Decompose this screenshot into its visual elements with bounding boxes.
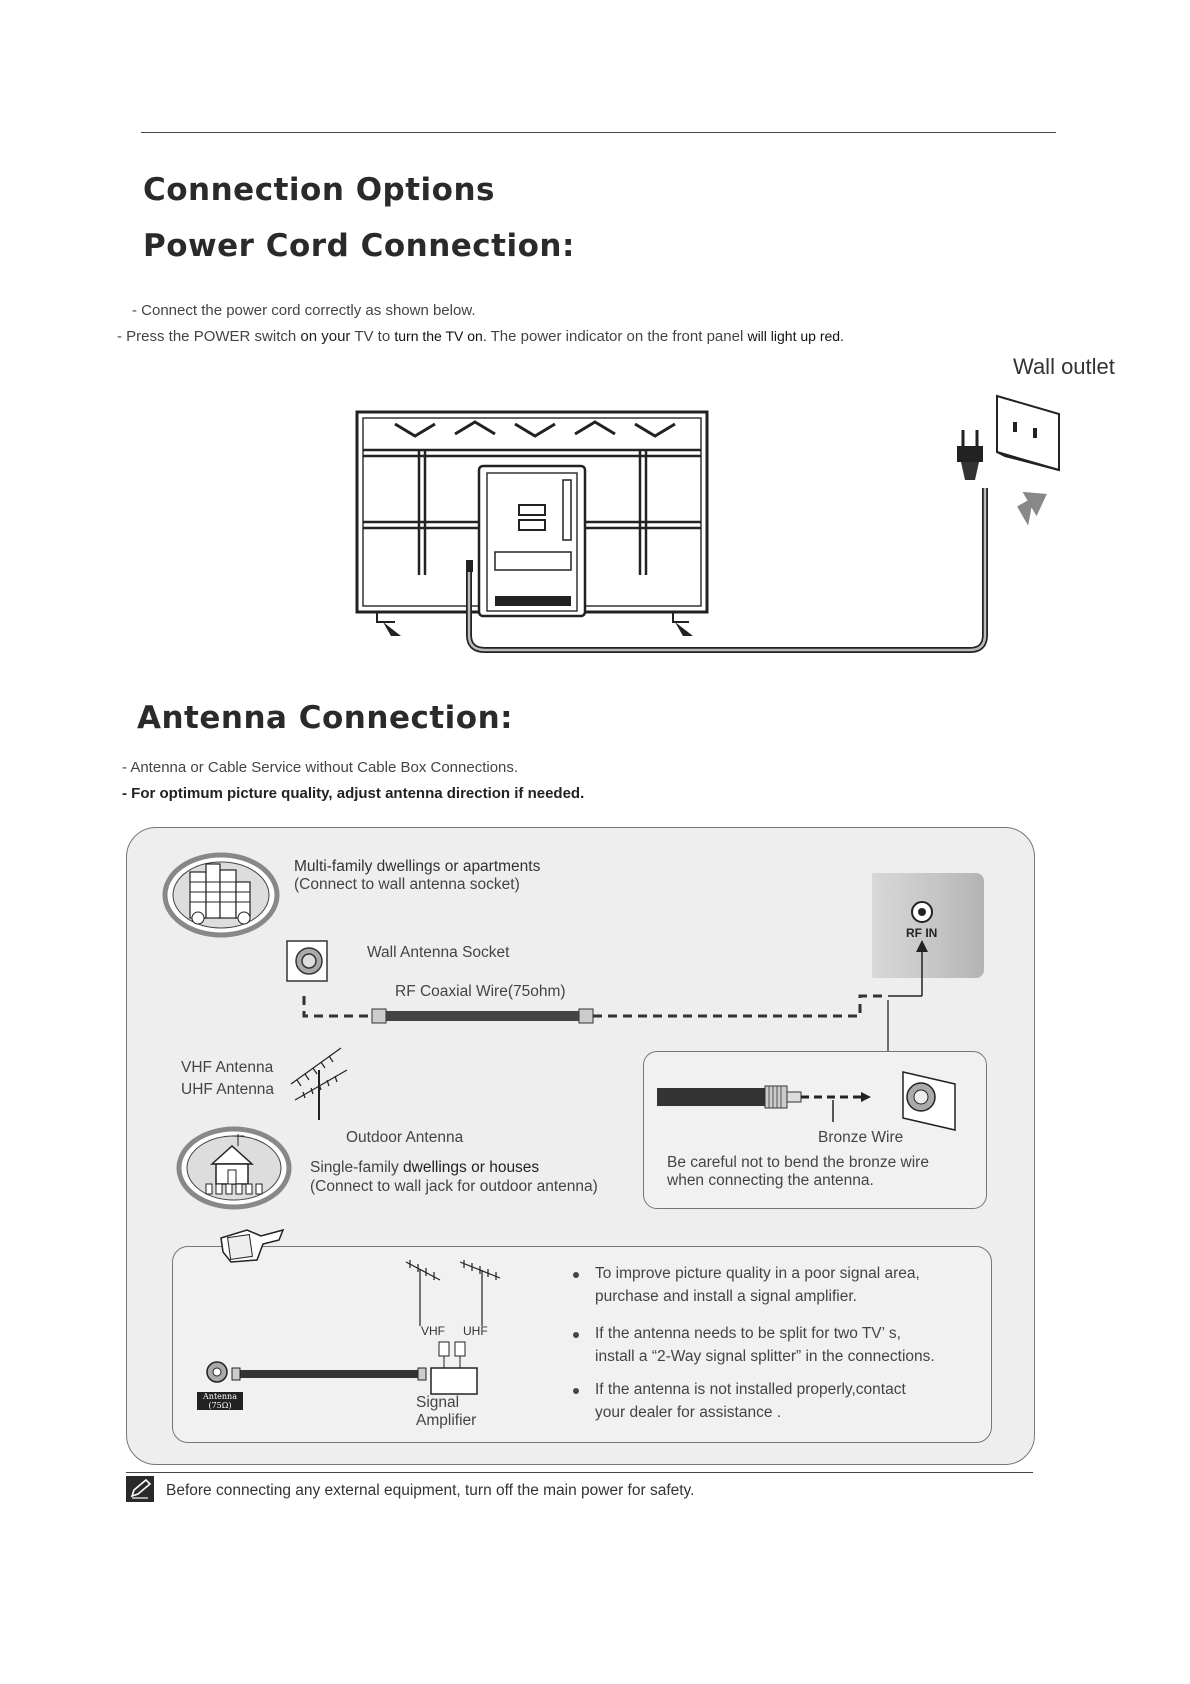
bottom-divider: [126, 1472, 1033, 1473]
apartment-building-icon: [162, 852, 280, 938]
uhf-antenna-label: UHF Antenna: [181, 1081, 275, 1098]
tip-bullet: [573, 1388, 579, 1394]
tip-bullet: [573, 1272, 579, 1278]
tip-item-2: If the antenna needs to be split for two…: [595, 1325, 935, 1365]
tip-bullet: [573, 1332, 579, 1338]
bronze-wire-label: Bronze Wire: [818, 1129, 904, 1146]
power-instruction-1: - Connect the power cord correctly as sh…: [132, 302, 476, 319]
wall-antenna-socket-icon: [286, 940, 328, 982]
house-icon: [176, 1126, 292, 1210]
note-pencil-icon: [126, 1476, 154, 1502]
multi-family-title: Multi-family dwellings or apartments: [294, 858, 541, 875]
bronze-wire-illustration: [657, 1071, 956, 1131]
tips-box: [172, 1246, 992, 1443]
vhf-small-label: VHF: [421, 1324, 445, 1338]
heading-power-cord: Power Cord Connection:: [143, 228, 575, 264]
single-family-title: Single-family dwellings or houses: [310, 1159, 540, 1176]
hand-pointing-icon: [220, 1228, 285, 1263]
wall-socket-label: Wall Antenna Socket: [367, 944, 510, 961]
signal-amplifier-illustration: [206, 1260, 501, 1395]
wall-outlet-label: Wall outlet: [1013, 354, 1115, 379]
tip-item-3: If the antenna is not installed properly…: [595, 1381, 906, 1421]
signal-amplifier-label-2: Amplifier: [416, 1412, 477, 1429]
bronze-note-line-1: Be careful not to bend the bronze wire: [667, 1154, 929, 1171]
bronze-wire-box: [643, 1051, 987, 1209]
antenna-instruction-2: - For optimum picture quality, adjust an…: [122, 785, 585, 802]
outdoor-antenna-icon: [290, 1047, 348, 1120]
antenna-tag: Antenna (75Ω): [197, 1392, 243, 1410]
antenna-instruction-1: - Antenna or Cable Service without Cable…: [122, 759, 519, 776]
plug-and-outlet-illustration: [957, 394, 1060, 526]
multi-family-subtitle: (Connect to wall antenna socket): [294, 876, 520, 893]
heading-connection-options: Connection Options: [143, 172, 495, 208]
uhf-small-label: UHF: [463, 1324, 488, 1338]
heading-antenna-connection: Antenna Connection:: [137, 700, 514, 736]
coax-wire-label: RF Coaxial Wire(75ohm): [395, 983, 566, 1000]
signal-amplifier-label-1: Signal: [416, 1394, 460, 1411]
rf-in-jack-icon: [911, 901, 933, 923]
vhf-antenna-label: VHF Antenna: [181, 1059, 274, 1076]
power-instruction-2: - Press the POWER switch on your TV to t…: [117, 328, 844, 345]
tv-rf-in-panel: [872, 873, 984, 978]
single-family-subtitle: (Connect to wall jack for outdoor antenn…: [310, 1178, 598, 1195]
rf-in-label: RF IN: [906, 926, 938, 940]
outdoor-antenna-label: Outdoor Antenna: [346, 1129, 464, 1146]
tip-item-1: To improve picture quality in a poor sig…: [595, 1265, 920, 1305]
tv-back-illustration: [355, 410, 988, 653]
footer-safety-note: Before connecting any external equipment…: [166, 1482, 695, 1499]
bronze-note-line-2: when connecting the antenna.: [667, 1172, 874, 1189]
top-divider: [141, 132, 1056, 133]
